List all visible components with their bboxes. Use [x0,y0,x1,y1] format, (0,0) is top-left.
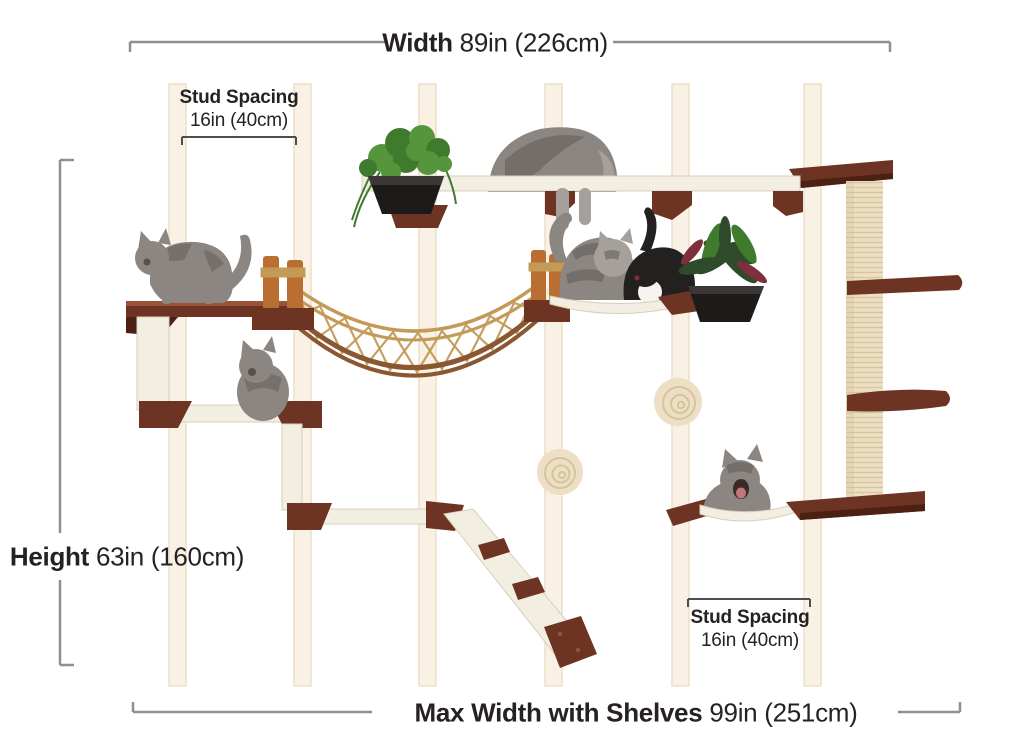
shelf-bracket [139,401,192,428]
bridge-deck-rail [290,306,544,370]
cat-standing-on-left-shelf [135,228,252,304]
max-width-label: Max Width with Shelves [414,697,703,728]
shelf-bracket [773,191,803,216]
bridge-left-posts [252,256,314,330]
wall-stud [168,83,187,687]
kitten-sitting-on-left-shelf [237,336,289,421]
planter-pot-rim [368,176,444,185]
post-side-shelf [847,389,950,412]
stud-spacing-top-value: 16in (40cm) [189,110,289,131]
dark-plant-leaves [678,216,768,284]
stud-spacing-bottom-bracket [687,598,811,607]
ramp-cleat [512,577,545,600]
width-label: Width [382,27,453,58]
max-width-value: 99in (251cm) [709,697,858,728]
kitten-head [239,349,273,383]
stud-spacing-top-bracket [181,136,297,145]
bridge-deck-rail [290,314,544,378]
canvas-side-panel [136,316,170,411]
bridge-lattice [294,285,540,375]
max-width-dimension-line [131,702,962,714]
stud-spacing-top-title: Stud Spacing [179,87,299,108]
greenery [359,125,452,182]
canvas-vertical-panel [281,423,303,511]
height-value: 63in (160cm) [95,541,245,572]
wall-stud [803,83,822,687]
width-value: 89in (226cm) [459,27,608,58]
planter-with-greenery [351,125,457,228]
sisal-ball [537,449,583,495]
stud-spacing-bottom-title: Stud Spacing [690,607,810,628]
wall-stud [418,83,437,687]
bridge-top-rope [294,282,540,333]
kittens-in-hammock [549,207,695,304]
stud-spacing-label-bottom: Stud Spacing 16in (40cm) [691,606,810,652]
ramp-cleat [478,538,510,560]
shelf-bracket [287,503,332,530]
rope-bridge [252,250,570,378]
bridge-top-rope [293,290,541,342]
post-top-shelf-edge [801,173,893,188]
ramp-foot [544,616,597,668]
height-dimension-line [58,158,74,667]
lower-mid-shelf [287,501,464,531]
sisal-ball [654,378,702,426]
cat-tail [549,212,572,262]
cat-head [135,241,169,275]
sisal-scratching-post [846,181,883,505]
post-base-shelf [786,491,925,520]
kitten-yawning-in-hammock [703,444,771,514]
planter-dark-plant [658,216,768,322]
canvas-ramp [443,508,597,668]
post-side-shelf [847,275,963,295]
planter-pot [688,286,764,322]
stud-spacing-bottom-value: 16in (40cm) [700,630,800,651]
bridge-lattice [291,301,543,373]
planter-pot [368,176,444,214]
shelf-bracket [652,191,692,220]
width-dimension-line [128,40,892,52]
wall-stud [293,83,312,687]
black-kitten-tail [640,207,657,252]
stud-spacing-label-top: Stud Spacing 16in (40cm) [180,86,299,132]
height-label: Height [9,541,89,572]
